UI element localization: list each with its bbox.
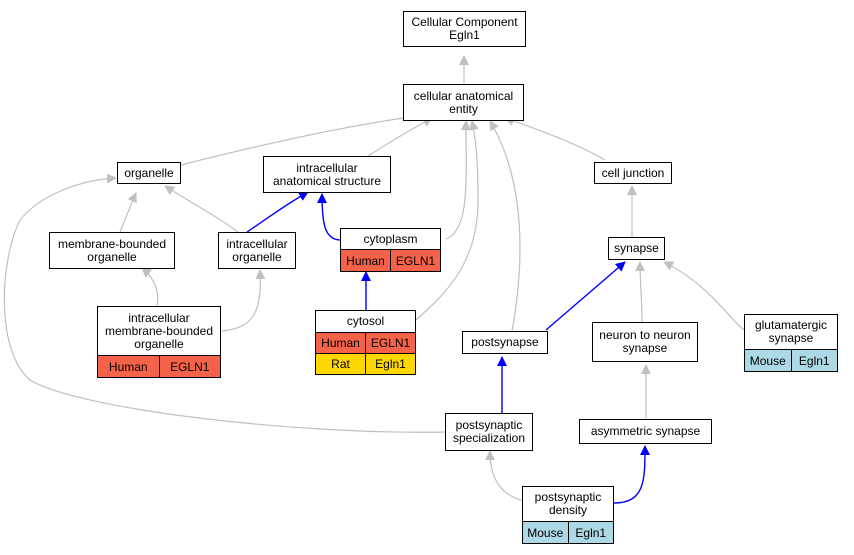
species-label: Mouse xyxy=(527,525,564,540)
gene-label: EGLN1 xyxy=(365,333,415,353)
node-label-line: cell junction xyxy=(601,165,665,180)
species-label: Mouse xyxy=(749,353,786,368)
annotation-imbo-human: Human EGLN1 xyxy=(97,356,221,378)
gene-label: EGLN1 xyxy=(390,250,440,271)
node-label-line: asymmetric synapse xyxy=(590,424,701,438)
node-label-line: intracellular xyxy=(226,236,288,251)
node-label-line: Cellular Component xyxy=(411,15,518,29)
edge-postsynapse-cae xyxy=(489,120,521,332)
node-label-line: neuron to neuron xyxy=(599,328,691,342)
node-label-line: organelle xyxy=(87,249,137,264)
edge-io-organelle xyxy=(164,185,239,233)
annotation-cytosol-human: Human EGLN1 xyxy=(315,333,416,354)
species-label: Human xyxy=(321,336,360,350)
node-label-line: membrane-bounded xyxy=(104,323,214,338)
node-label-line: organelle xyxy=(134,336,184,351)
node-organelle[interactable]: organelle xyxy=(117,162,181,184)
node-synapse[interactable]: synapse xyxy=(608,237,665,260)
edge-psspec-organelle xyxy=(3,173,447,433)
node-label-line: Egln1 xyxy=(449,28,480,42)
edge-glut-synapse xyxy=(663,261,745,331)
node-label-line: intracellular xyxy=(128,310,190,325)
node-label-line: synapse xyxy=(614,241,659,255)
edge-organelle-cae xyxy=(180,112,419,166)
node-label-line: postsynaptic xyxy=(455,418,523,432)
node-cytosol[interactable]: cytosol xyxy=(315,310,416,333)
node-asymmetric-synapse[interactable]: asymmetric synapse xyxy=(579,419,712,444)
edge-cytosol-cae xyxy=(415,120,479,321)
edge-postsynapse-synapse xyxy=(545,261,626,331)
edge-n2n-synapse xyxy=(635,261,646,323)
edge-cytoplasm-ias xyxy=(317,193,342,241)
node-label-line: intracellular xyxy=(296,160,358,175)
node-label-line: cytoplasm xyxy=(363,231,418,246)
edge-imbo-io xyxy=(221,269,266,332)
node-label-line: specialization xyxy=(452,431,526,445)
node-label-line: organelle xyxy=(124,165,174,180)
species-label: Human xyxy=(346,253,385,268)
node-label-line: organelle xyxy=(232,249,282,264)
node-label-line: postsynapse xyxy=(471,335,539,349)
edge-imbo-mbo xyxy=(141,267,159,307)
annotation-psd-mouse: Mouse Egln1 xyxy=(522,522,614,544)
node-label-line: density xyxy=(548,503,587,517)
node-label-line: synapse xyxy=(622,341,668,355)
annotation-glut-mouse: Mouse Egln1 xyxy=(744,350,838,372)
node-label-line: cytosol xyxy=(346,314,385,328)
edge-io-ias xyxy=(246,191,309,233)
node-cytoplasm[interactable]: cytoplasm xyxy=(340,228,441,250)
node-label-line: membrane-bounded xyxy=(57,236,167,251)
node-label-line: cellular anatomical xyxy=(413,88,514,103)
species-label: Human xyxy=(108,359,148,374)
node-label-line: anatomical structure xyxy=(272,173,382,188)
node-label-line: glutamatergic xyxy=(754,318,828,332)
edge-psd-asym xyxy=(613,445,650,504)
edge-ias-cae xyxy=(367,117,433,157)
edge-cytoplasm-cae xyxy=(445,120,472,240)
node-label-line: synapse xyxy=(768,331,814,345)
node-label-line: postsynaptic xyxy=(534,490,602,504)
annotation-cytoplasm-human: Human EGLN1 xyxy=(340,250,441,272)
edge-celljunction-cae xyxy=(504,116,606,161)
edge-psd-psspec xyxy=(485,450,525,502)
annotation-cytosol-rat: Rat Egln1 xyxy=(315,354,416,375)
node-postsynapse[interactable]: postsynapse xyxy=(462,331,548,354)
species-label: Rat xyxy=(331,357,350,371)
gene-label: EGLN1 xyxy=(158,356,221,377)
node-label-line: entity xyxy=(449,101,478,116)
node-cell-junction[interactable]: cell junction xyxy=(594,162,672,184)
gene-label: Egln1 xyxy=(790,350,838,371)
gene-label: Egln1 xyxy=(567,522,614,543)
edge-mbo-organelle xyxy=(119,192,137,233)
gene-label: Egln1 xyxy=(365,354,415,374)
